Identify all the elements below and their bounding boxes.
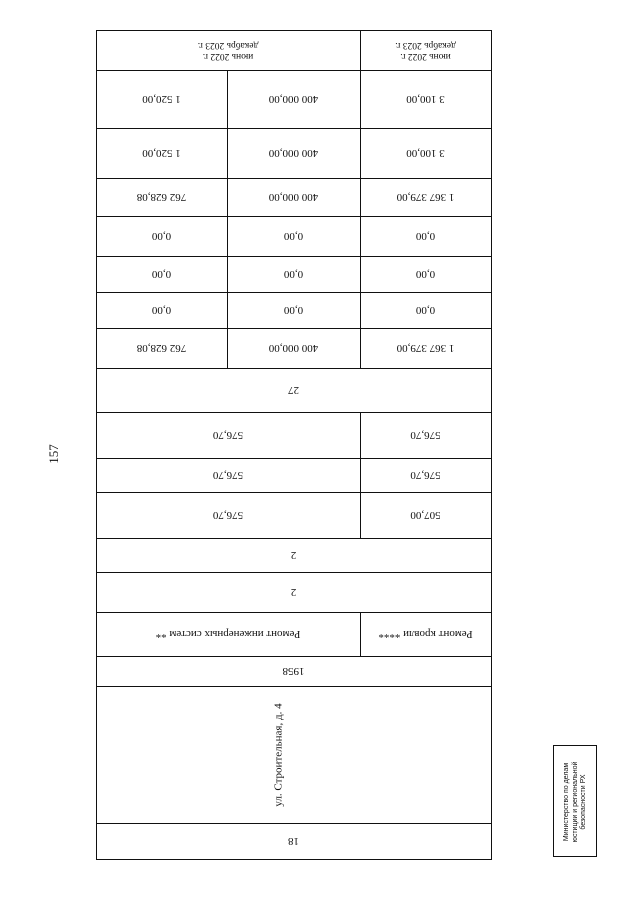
row-number-cell: 18	[288, 835, 299, 848]
table-cell: 1 520,00	[142, 147, 181, 160]
page-number: 157	[46, 444, 61, 464]
table-cell: 400 000,00	[268, 93, 319, 106]
header-period-wide: июнь 2022 г. декабрь 2023 г.	[197, 40, 259, 61]
table-cell: 0,00	[151, 304, 172, 317]
table-cell: 400 000,00	[268, 191, 319, 204]
header-period-narrow: июнь 2022 г. декабрь 2023 г.	[395, 40, 456, 61]
address-cell: ул. Строительная, д. 4	[272, 703, 285, 807]
table-cell: 0,00	[415, 268, 436, 281]
table-cell: 1 367 379,00	[396, 191, 455, 204]
table-cell: 3 100,00	[406, 93, 445, 106]
table-cell: 0,00	[415, 304, 436, 317]
table-cell: 400 000,00	[268, 147, 319, 160]
table-cell: 1 520,00	[142, 93, 181, 106]
stamp-text: Министерство по делам юстиции и регионал…	[563, 761, 588, 843]
total-years-cell: 27	[288, 384, 299, 397]
table-cell: 0,00	[283, 230, 304, 243]
work-type-systems: Ремонт инженерных систем **	[155, 628, 301, 641]
table-cell: 0,00	[283, 304, 304, 317]
table-cell: 3 100,00	[406, 147, 445, 160]
table-cell: 576,70	[410, 429, 441, 442]
table-cell: 400 000,00	[268, 342, 319, 355]
work-type-roof: Ремонт кровли ****	[378, 628, 473, 641]
table-cell: 576,70	[212, 429, 244, 442]
table-cell: 0,00	[151, 230, 172, 243]
floors-cell: 2	[290, 549, 297, 562]
table-cell: 576,70	[410, 469, 441, 482]
table-cell: 576,70	[212, 469, 244, 482]
table-cell: 762 628,08	[136, 342, 187, 355]
document-table: июнь 2022 г. декабрь 2023 г. июнь 2022 г…	[96, 30, 492, 860]
table-cell: 1 367 379,00	[396, 342, 455, 355]
table-cell: 576,70	[212, 509, 244, 522]
table-cell: 0,00	[415, 230, 436, 243]
registration-stamp: Министерство по делам юстиции и регионал…	[553, 745, 597, 857]
table-cell: 0,00	[151, 268, 172, 281]
floors-cell: 2	[290, 586, 297, 599]
table-cell: 507,00	[410, 509, 441, 522]
year-built-cell: 1958	[282, 665, 305, 678]
table-cell: 762 628,08	[136, 191, 187, 204]
table-cell: 0,00	[283, 268, 304, 281]
